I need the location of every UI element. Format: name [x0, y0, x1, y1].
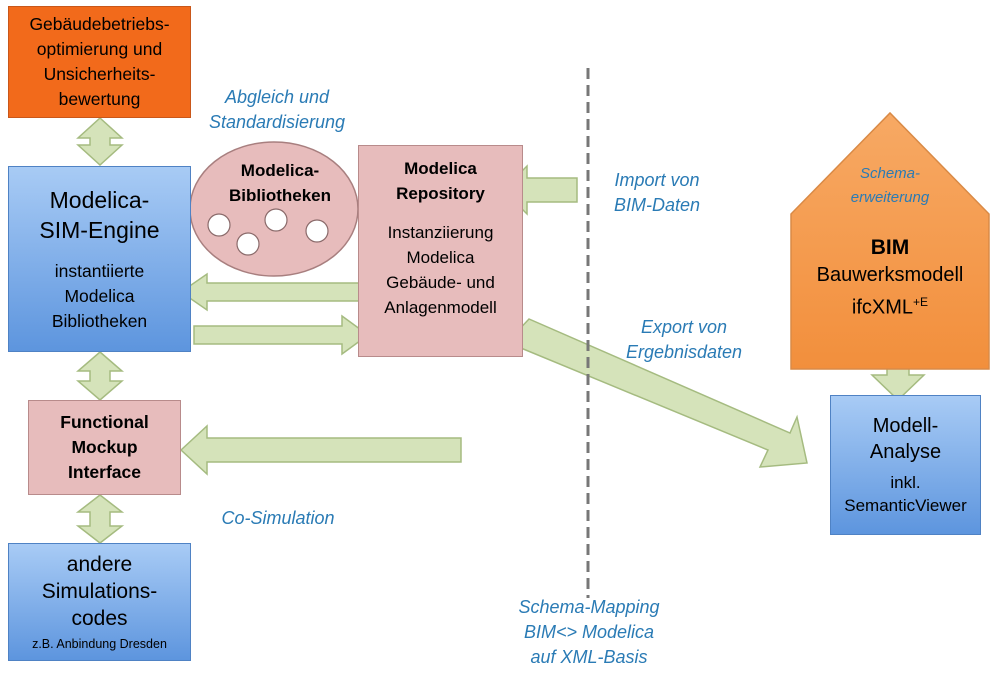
arrow-sim-to-repo: [193, 314, 370, 356]
abgleich-label: Abgleich und Standardisierung: [192, 85, 362, 135]
repository-sub: Instanziierung: [387, 223, 494, 242]
bim-house-shape: [790, 111, 990, 370]
library-circle: [236, 232, 260, 256]
bim-note-line: erweiterung: [850, 189, 930, 206]
arrow-repo-to-sim: [179, 272, 361, 312]
andere-title: Simulations-: [41, 579, 158, 603]
abgleich-line: Standardisierung: [208, 112, 346, 132]
gebaeude-optimierung-box: Gebäudebetriebs- optimierung und Unsiche…: [8, 6, 191, 118]
arrow-fmi-andere: [75, 494, 125, 544]
library-circle: [305, 219, 329, 243]
andere-title: codes: [71, 606, 128, 630]
fmi-line: Interface: [68, 462, 141, 482]
bim-superscript: +E: [913, 295, 929, 310]
fmi-box: Functional Mockup Interface: [28, 400, 181, 495]
cosim-label: Co-Simulation: [196, 506, 360, 531]
analyse-sub: SemanticViewer: [844, 496, 967, 515]
gebaeude-line: bewertung: [58, 89, 141, 109]
abgleich-line: Abgleich und: [224, 87, 330, 107]
bim-note-line: Schema-: [859, 165, 921, 182]
analyse-title: Analyse: [869, 441, 942, 463]
andere-simulationscodes-box: andere Simulations- codes z.B. Anbindung…: [8, 543, 191, 661]
library-circle: [264, 208, 288, 232]
repository-title: Modelica: [404, 159, 477, 178]
cosim-text: Co-Simulation: [221, 508, 335, 528]
import-label: Import von BIM-Daten: [598, 168, 716, 218]
bim-ifcxml: ifcXML: [851, 296, 914, 319]
mapping-line: Schema-Mapping: [518, 597, 660, 617]
sim-engine-box: Modelica- SIM-Engine instantiierte Model…: [8, 166, 191, 352]
import-line: BIM-Daten: [613, 195, 701, 215]
schema-mapping-label: Schema-Mapping BIM<> Modelica auf XML-Ba…: [494, 595, 684, 670]
bibliotheken-line: Modelica-: [240, 161, 320, 180]
repository-sub: Modelica: [406, 248, 475, 267]
bim-title: BIM: [870, 236, 910, 260]
fmi-line: Mockup: [71, 437, 138, 457]
sim-engine-sub: Modelica: [64, 285, 135, 306]
andere-note: z.B. Anbindung Dresden: [32, 636, 167, 651]
arrow-sim-fmi: [75, 351, 125, 401]
andere-title: andere: [66, 552, 133, 576]
bim-line: Bauwerksmodell: [816, 264, 964, 287]
repository-sub: Gebäude- und: [386, 273, 495, 292]
modelica-repository-box: Modelica Repository Instanziierung Model…: [358, 145, 523, 357]
mapping-line: auf XML-Basis: [530, 647, 648, 667]
export-label: Export von Ergebnisdaten: [608, 315, 760, 365]
gebaeude-line: Gebäudebetriebs-: [29, 14, 170, 34]
import-line: Import von: [614, 170, 700, 190]
export-line: Ergebnisdaten: [625, 342, 743, 362]
analyse-sub: inkl.: [890, 473, 921, 492]
arrow-export-analyse: [511, 318, 808, 468]
sim-engine-sub: instantiierte: [54, 260, 145, 281]
bibliotheken-line: Bibliotheken: [228, 186, 331, 205]
bibliotheken-label: Modelica- Bibliotheken: [200, 158, 360, 208]
bim-model-text: BIM Bauwerksmodell ifcXML+E: [795, 230, 985, 325]
fmi-line: Functional: [60, 412, 149, 432]
modell-analyse-box: Modell- Analyse inkl. SemanticViewer: [830, 395, 981, 535]
gebaeude-line: optimierung und: [36, 39, 163, 59]
sim-engine-title: Modelica-: [49, 186, 150, 213]
library-circle: [207, 213, 231, 237]
repository-sub: Anlagenmodell: [384, 298, 497, 317]
sim-engine-title: SIM-Engine: [39, 216, 160, 243]
export-line: Export von: [640, 317, 728, 337]
arrow-gebaeude-sim: [76, 116, 124, 167]
sim-engine-sub: Bibliotheken: [51, 310, 148, 331]
arrow-cosim-fmi: [179, 424, 462, 476]
bim-line: ifcXML+E: [852, 289, 928, 322]
analyse-title: Modell-: [872, 415, 939, 437]
bim-schema-note: Schema- erweiterung: [820, 160, 960, 212]
repository-title: Repository: [396, 184, 485, 203]
gebaeude-line: Unsicherheits-: [43, 64, 156, 84]
mapping-line: BIM<> Modelica: [523, 622, 655, 642]
